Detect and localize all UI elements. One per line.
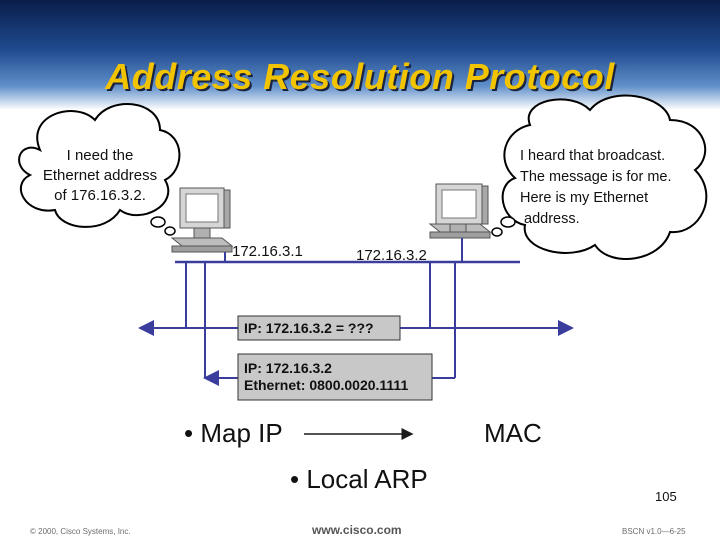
slide-title: Address Resolution Protocol (105, 56, 615, 97)
right-cloud-line: The message is for me. (520, 169, 672, 185)
arp-reply-packet (237, 353, 433, 401)
website-text: www.cisco.com (312, 523, 402, 537)
host-1-ip-label: 172.16.3.1 (232, 243, 303, 260)
right-cloud-line: I heard that broadcast. (520, 148, 666, 164)
left-thought-cloud (18, 103, 181, 236)
right-thought-cloud (491, 94, 708, 260)
arp-request-packet (237, 315, 401, 341)
bullet-local-arp: • Local ARP (290, 464, 428, 494)
reply-packet-line-1: IP: 172.16.3.2 (244, 360, 332, 376)
right-cloud-line: address. (524, 211, 580, 227)
left-cloud-line: Ethernet address (42, 167, 158, 184)
host-1-computer (170, 187, 234, 262)
header-band (0, 0, 720, 110)
host-2-ip-label: 172.16.3.2 (356, 247, 427, 264)
request-packet-text: IP: 172.16.3.2 = ??? (244, 320, 374, 336)
bullet-map-ip: • Map IP (184, 418, 283, 448)
reply-packet-line-2: Ethernet: 0800.0020.1111 (244, 377, 409, 393)
course-code-text: BSCN v1.0—6-25 (622, 527, 686, 536)
host-2-computer (428, 183, 492, 262)
left-cloud-text: I need the Ethernet address of 176.16.3.… (26, 146, 174, 206)
page-number: 105 (655, 489, 677, 504)
left-cloud-line: of 176.16.3.2. (54, 187, 146, 204)
right-cloud-text: I heard that broadcast. The message is f… (520, 146, 710, 230)
copyright-text: © 2000, Cisco Systems, Inc. (30, 527, 131, 536)
right-cloud-line: Here is my Ethernet (520, 190, 649, 206)
bullet-mac: MAC (484, 418, 542, 448)
left-cloud-line: I need the (66, 147, 134, 164)
